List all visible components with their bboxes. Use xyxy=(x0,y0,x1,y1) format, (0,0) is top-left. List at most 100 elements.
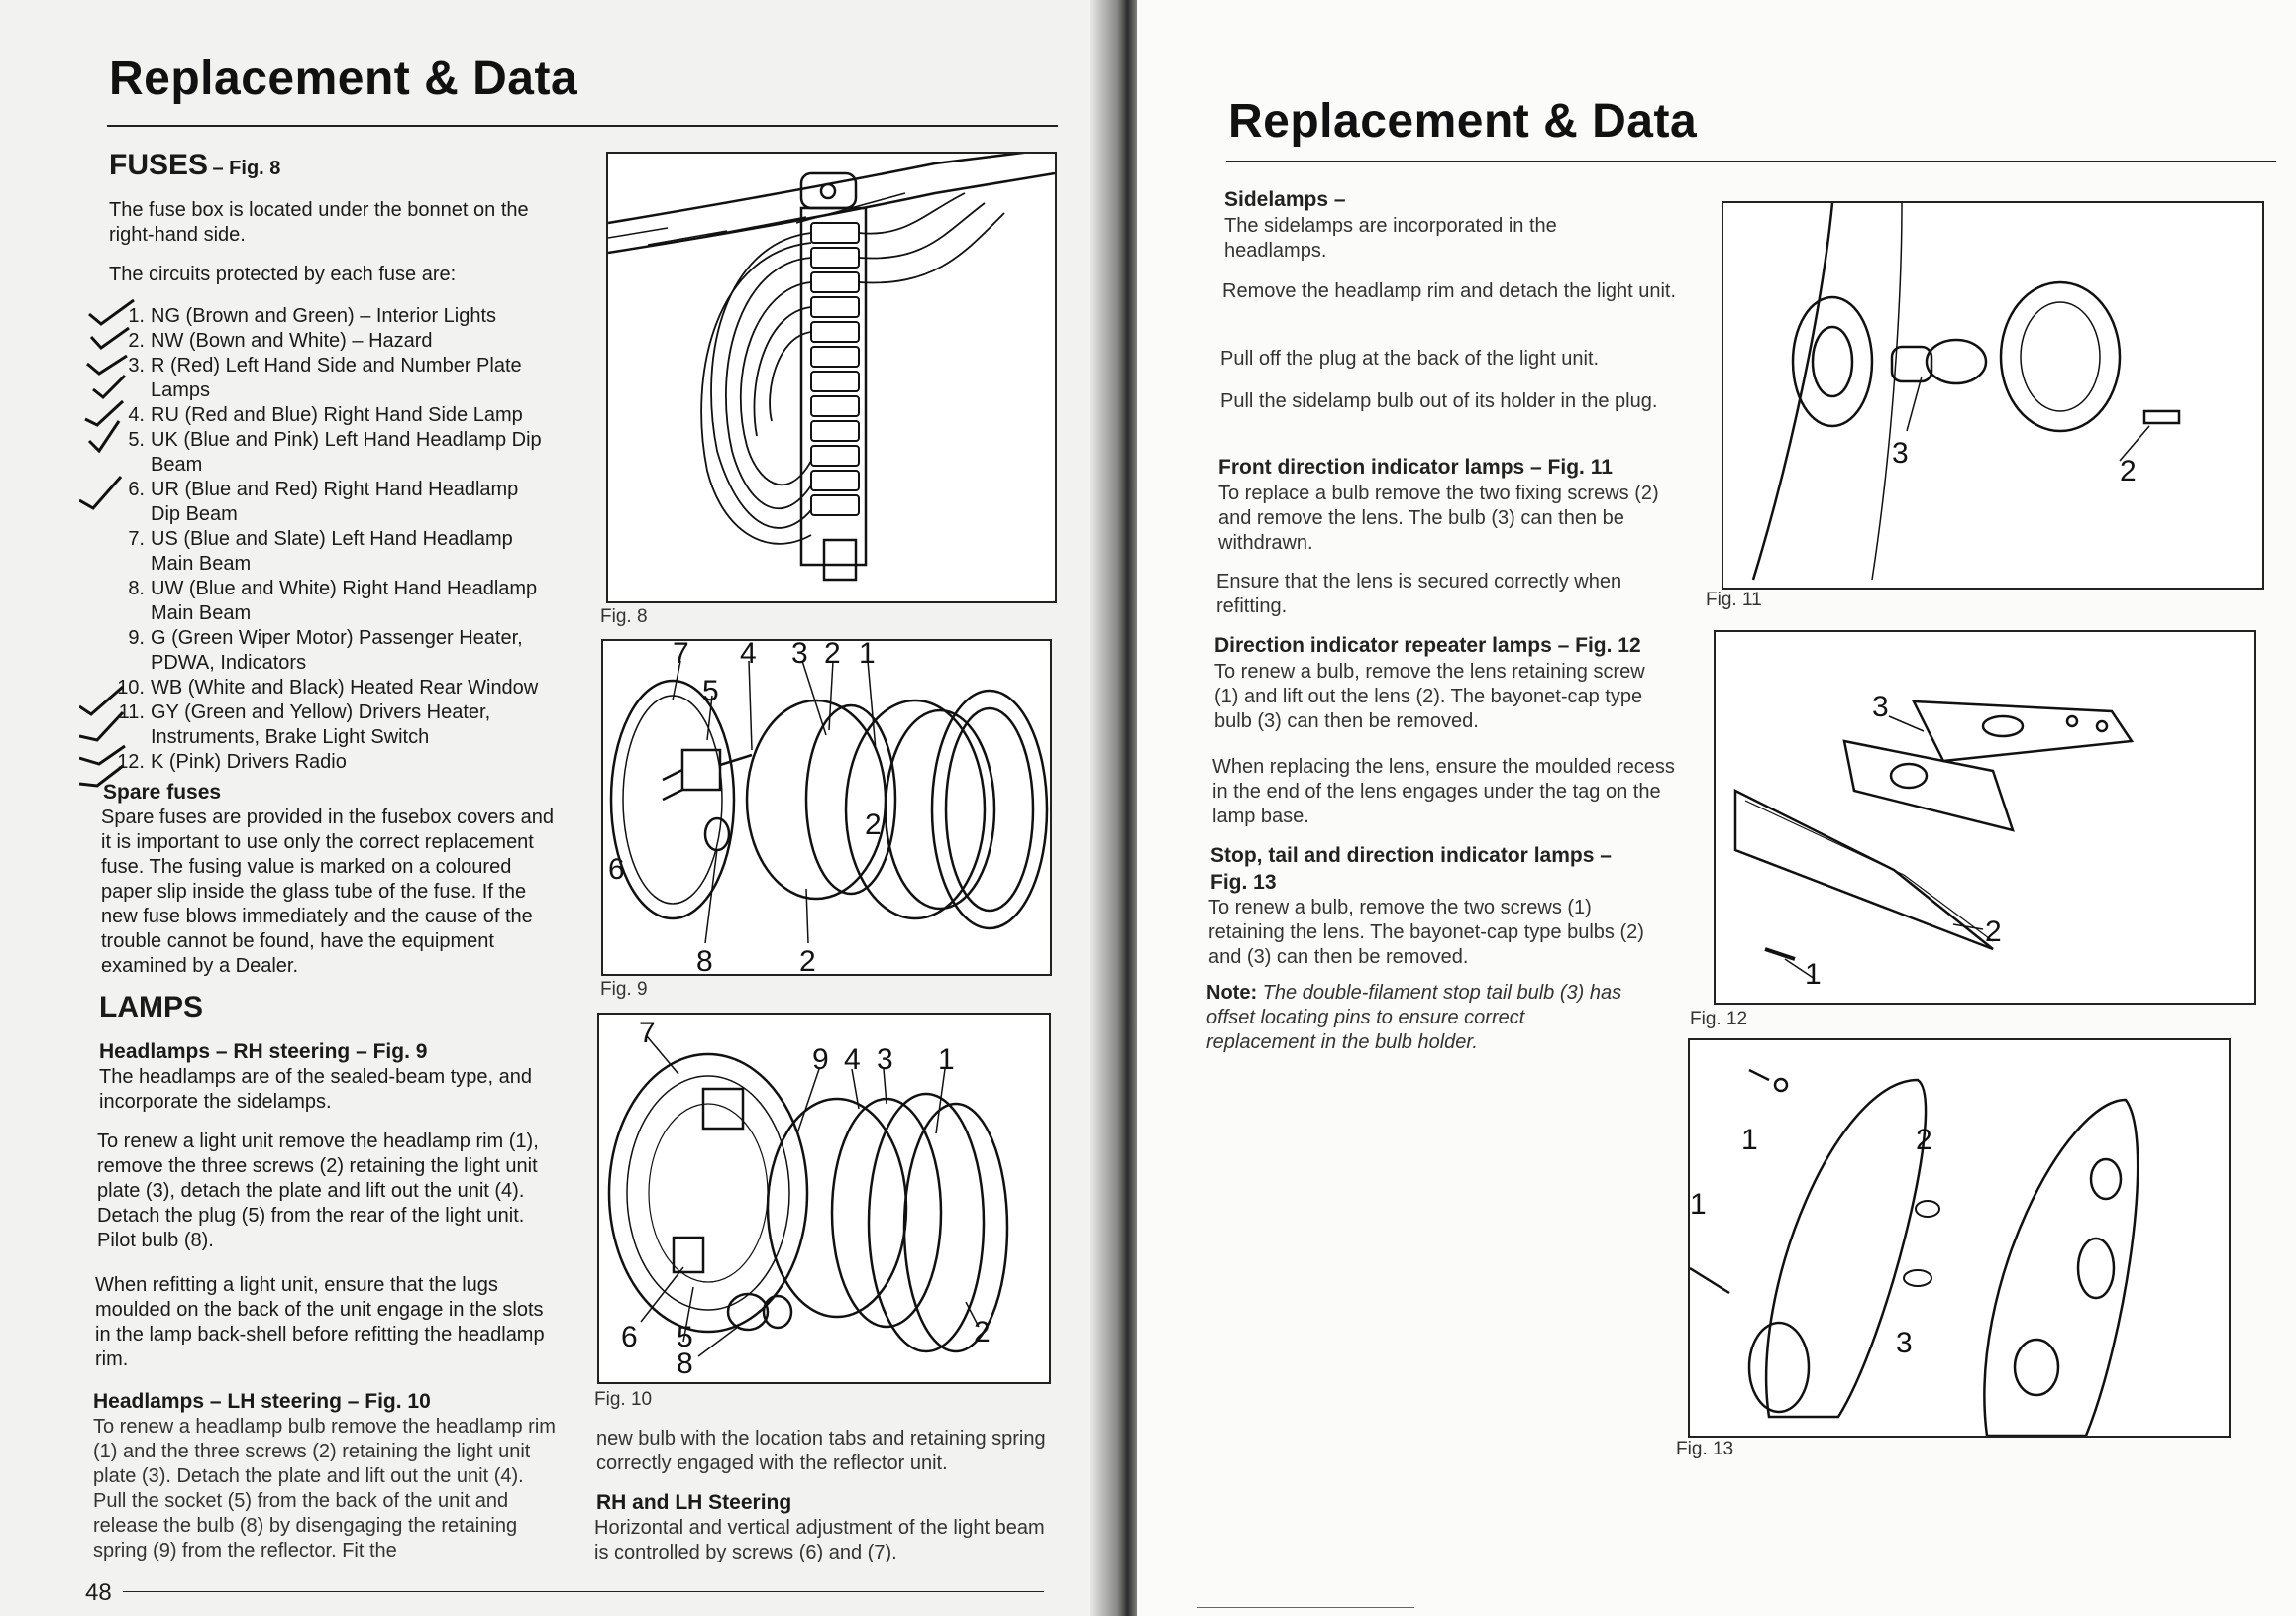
page-title-right: Replacement & Data xyxy=(1228,95,1698,148)
fig9-label: 7 xyxy=(673,641,689,670)
sidelamps-text-2: Remove the headlamp rim and detach the l… xyxy=(1222,280,1677,302)
headlamps-lh-heading: Headlamps – LH steering – Fig. 10 xyxy=(93,1390,431,1413)
headlamps-rh-heading: Headlamps – RH steering – Fig. 9 xyxy=(99,1040,428,1063)
headlamps-lh-text: To renew a headlamp bulb remove the head… xyxy=(93,1416,556,1562)
fuse-row: Lamps xyxy=(151,379,211,401)
fig11-front-indicator-diagram: 3 2 xyxy=(1722,201,2264,590)
sidelamps-text-1: The sidelamps are incorporated in the he… xyxy=(1224,215,1557,262)
fig13-label: 3 xyxy=(1896,1327,1913,1359)
fig10-label: 7 xyxy=(639,1017,656,1049)
fig10-label: 1 xyxy=(938,1043,955,1076)
fig9-label: 5 xyxy=(702,675,719,707)
fuses-heading-text: FUSES xyxy=(109,149,209,181)
fig9-label: 8 xyxy=(696,945,713,974)
fuses-heading: FUSES – Fig. 8 xyxy=(109,149,280,182)
title-rule-right xyxy=(1226,161,2276,162)
steering-heading: RH and LH Steering xyxy=(596,1491,792,1514)
fuse-row: 8.UW (Blue and White) Right Hand Headlam… xyxy=(128,578,538,599)
fig13-caption: Fig. 13 xyxy=(1676,1439,1734,1459)
fig13-label: 1 xyxy=(1741,1124,1758,1156)
fuse-row: 11.GY (Green and Yellow) Drivers Heater, xyxy=(118,701,491,723)
sidelamps-text-4: Pull the sidelamp bulb out of its holder… xyxy=(1220,390,1658,412)
stop-tail-heading: Stop, tail and direction indicator lamps… xyxy=(1210,844,1612,894)
fig9-label: 2 xyxy=(824,641,841,670)
fuse-row: 1.NG (Brown and Green) – Interior Lights xyxy=(128,305,497,327)
fig12-repeater-diagram: 3 2 1 xyxy=(1714,630,2256,1005)
fuse-row: 3.R (Red) Left Hand Side and Number Plat… xyxy=(128,355,522,377)
fuse-row: Instruments, Brake Light Switch xyxy=(151,726,430,748)
fuse-row: 12.K (Pink) Drivers Radio xyxy=(117,751,347,773)
fuse-row: 2.NW (Bown and White) – Hazard xyxy=(128,330,433,352)
fig9-headlamp-rh-diagram: 7 4 3 2 1 5 6 2 8 2 xyxy=(601,639,1052,976)
fig10-headlamp-lh-diagram: 7 9 4 3 1 6 5 8 2 xyxy=(597,1013,1051,1384)
fuse-row: 6.UR (Blue and Red) Right Hand Headlamp xyxy=(128,479,519,500)
fuse-row: PDWA, Indicators xyxy=(151,652,307,674)
note-text: The double-filament stop tail bulb (3) h… xyxy=(1206,982,1622,1053)
fig11-caption: Fig. 11 xyxy=(1706,590,1762,610)
footer-rule xyxy=(123,1591,1044,1592)
fig9-label: 2 xyxy=(865,808,882,841)
fig13-label: 1 xyxy=(1690,1188,1707,1221)
fig11-label: 2 xyxy=(2120,455,2137,487)
handwritten-checkmarks xyxy=(79,298,135,788)
front-indicator-text-2: Ensure that the lens is secured correctl… xyxy=(1216,571,1622,617)
fig9-label: 4 xyxy=(740,641,757,670)
fig13-label: 2 xyxy=(1916,1124,1932,1156)
fuse-row: 9.G (Green Wiper Motor) Passenger Heater… xyxy=(128,627,523,649)
fig12-label: 2 xyxy=(1985,916,2002,948)
fuse-circuits-intro: The circuits protected by each fuse are: xyxy=(109,264,457,285)
fig10-label: 8 xyxy=(677,1347,693,1380)
left-page: Replacement & Data FUSES – Fig. 8 The fu… xyxy=(0,0,1119,1616)
title-rule-left xyxy=(107,125,1058,127)
fig13-stop-tail-diagram: 1 1 2 3 xyxy=(1688,1038,2231,1438)
fig10-caption: Fig. 10 xyxy=(594,1389,653,1410)
page-number: 48 xyxy=(85,1579,112,1606)
fig10-label: 3 xyxy=(877,1043,893,1076)
fuse-row: 4.RU (Red and Blue) Right Hand Side Lamp xyxy=(128,404,523,426)
steering-text: Horizontal and vertical adjustment of th… xyxy=(594,1517,1045,1563)
fig9-label: 2 xyxy=(799,945,816,974)
fuse-row: 10.WB (White and Black) Heated Rear Wind… xyxy=(117,677,539,699)
spare-fuses-text: Spare fuses are provided in the fusebox … xyxy=(101,807,554,977)
fig12-label: 3 xyxy=(1872,691,1889,723)
fig10-label: 4 xyxy=(844,1043,861,1076)
repeater-text-2: When replacing the lens, ensure the moul… xyxy=(1212,756,1675,827)
fig8-fusebox-diagram xyxy=(606,152,1057,603)
note-label: Note: xyxy=(1206,982,1258,1004)
headlamps-lh-continued: new bulb with the location tabs and reta… xyxy=(596,1428,1046,1474)
fig12-caption: Fig. 12 xyxy=(1690,1009,1748,1029)
front-indicator-heading: Front direction indicator lamps – Fig. 1… xyxy=(1218,456,1613,479)
fuse-row: 5.UK (Blue and Pink) Left Hand Headlamp … xyxy=(128,429,542,451)
fig9-label: 6 xyxy=(608,853,625,886)
repeater-heading: Direction indicator repeater lamps – Fig… xyxy=(1214,634,1641,657)
headlamps-rh-text-2: To renew a light unit remove the headlam… xyxy=(97,1131,539,1251)
fig10-label: 6 xyxy=(621,1321,638,1353)
fig9-label: 3 xyxy=(791,641,808,670)
note-block: Note: The double-filament stop tail bulb… xyxy=(1206,981,1622,1055)
fuse-row: Dip Beam xyxy=(151,503,238,525)
headlamps-rh-text-3: When refitting a light unit, ensure that… xyxy=(95,1274,545,1370)
headlamps-rh-text-1: The headlamps are of the sealed-beam typ… xyxy=(99,1066,532,1113)
footer-rule-right xyxy=(1197,1607,1414,1608)
right-page: Replacement & Data Sidelamps – The sidel… xyxy=(1137,0,2296,1616)
fuse-row: Beam xyxy=(151,454,203,476)
fig9-label: 1 xyxy=(859,641,876,670)
sidelamps-heading: Sidelamps – xyxy=(1224,188,1346,211)
spare-fuses-heading: Spare fuses xyxy=(103,781,222,804)
fig8-caption: Fig. 8 xyxy=(600,606,648,627)
fuse-intro: The fuse box is located under the bonnet… xyxy=(109,199,529,246)
fig9-caption: Fig. 9 xyxy=(600,979,648,1000)
fig10-label: 9 xyxy=(812,1043,829,1076)
fig12-label: 1 xyxy=(1805,958,1822,991)
fuse-row: Main Beam xyxy=(151,553,252,575)
stop-tail-text: To renew a bulb, remove the two screws (… xyxy=(1208,897,1644,968)
fig11-label: 3 xyxy=(1892,437,1909,470)
fuse-row: Main Beam xyxy=(151,602,252,624)
sidelamps-text-3: Pull off the plug at the back of the lig… xyxy=(1220,348,1600,370)
fuses-fig-ref: – Fig. 8 xyxy=(212,158,281,179)
fig10-label: 5 xyxy=(677,1321,693,1353)
page-title-left: Replacement & Data xyxy=(109,53,578,105)
fig10-label: 2 xyxy=(974,1316,991,1348)
front-indicator-text-1: To replace a bulb remove the two fixing … xyxy=(1218,483,1659,554)
fuse-row: 7.US (Blue and Slate) Left Hand Headlamp xyxy=(128,528,513,550)
